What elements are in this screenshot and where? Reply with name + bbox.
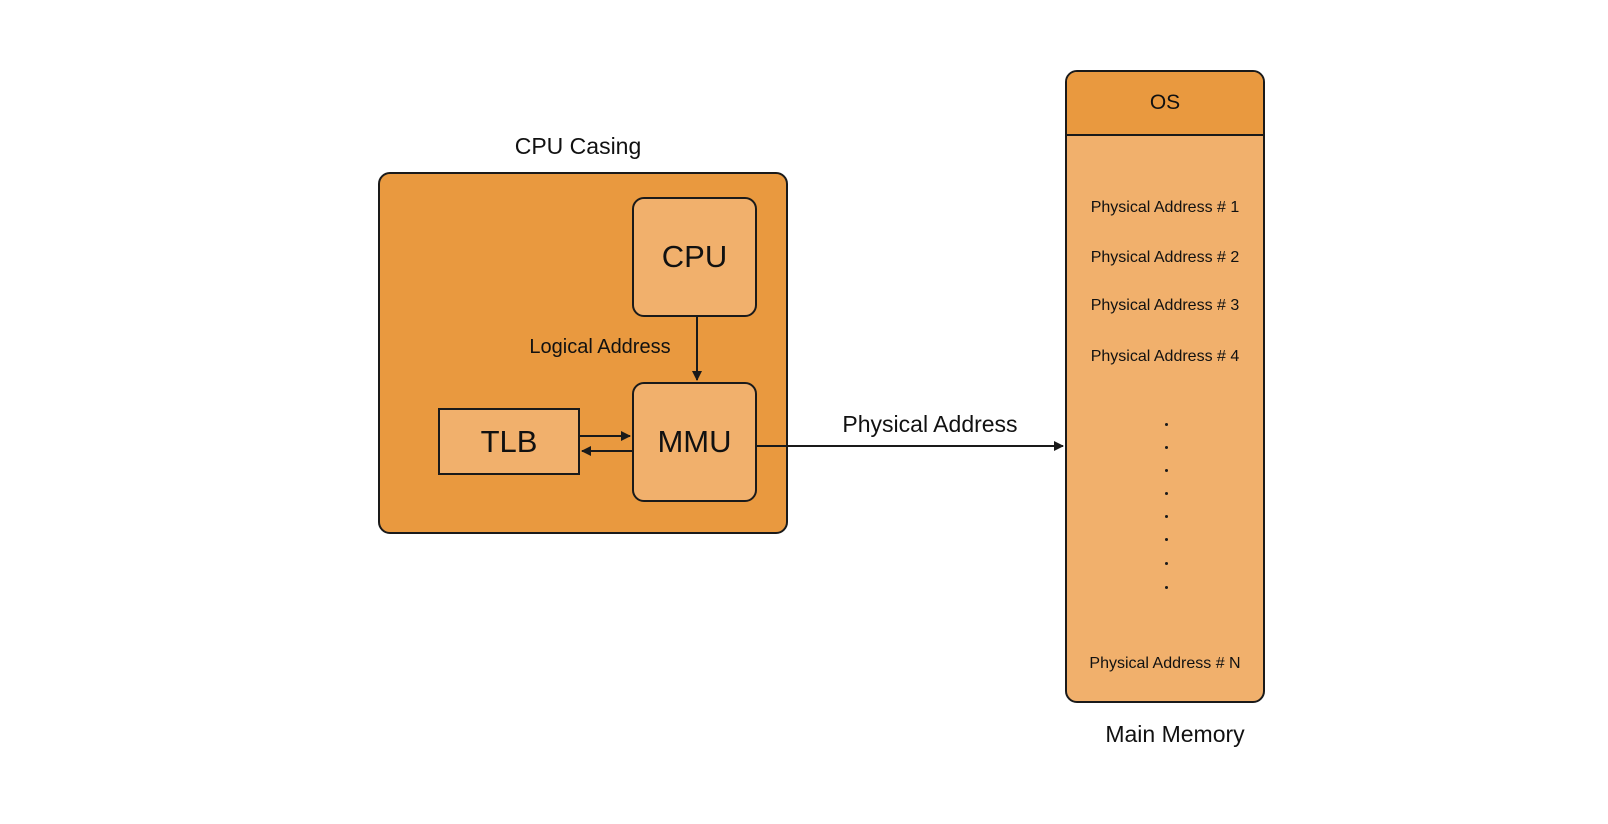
physical-address-label: Physical Address (842, 411, 1018, 437)
memory-address-n: Physical Address # N (1089, 655, 1241, 672)
cpu-casing-title: CPU Casing (514, 133, 642, 159)
ellipsis-dot (1165, 469, 1168, 472)
os-segment: OS (1067, 72, 1263, 136)
tlb-label: TLB (480, 423, 538, 459)
logical-address-label: Logical Address (529, 336, 671, 358)
memory-address-2: Physical Address # 2 (1090, 249, 1240, 266)
ellipsis-dot (1165, 538, 1168, 541)
cpu-box: CPU (632, 197, 757, 317)
cpu-label: CPU (661, 239, 728, 274)
ellipsis-dot (1165, 586, 1168, 589)
main-memory-box: OS Physical Address # 1 Physical Address… (1065, 70, 1265, 703)
mmu-label: MMU (657, 424, 732, 459)
memory-address-4: Physical Address # 4 (1090, 348, 1240, 365)
os-label: OS (1149, 91, 1181, 114)
ellipsis-dot (1165, 492, 1168, 495)
memory-address-1: Physical Address # 1 (1090, 199, 1240, 216)
ellipsis-dot (1165, 423, 1168, 426)
ellipsis-dot (1165, 446, 1168, 449)
memory-address-3: Physical Address # 3 (1090, 297, 1240, 314)
tlb-box: TLB (438, 408, 580, 475)
ellipsis-dot (1165, 562, 1168, 565)
ellipsis-dot (1165, 515, 1168, 518)
main-memory-title: Main Memory (1105, 721, 1245, 747)
mmu-box: MMU (632, 382, 757, 502)
